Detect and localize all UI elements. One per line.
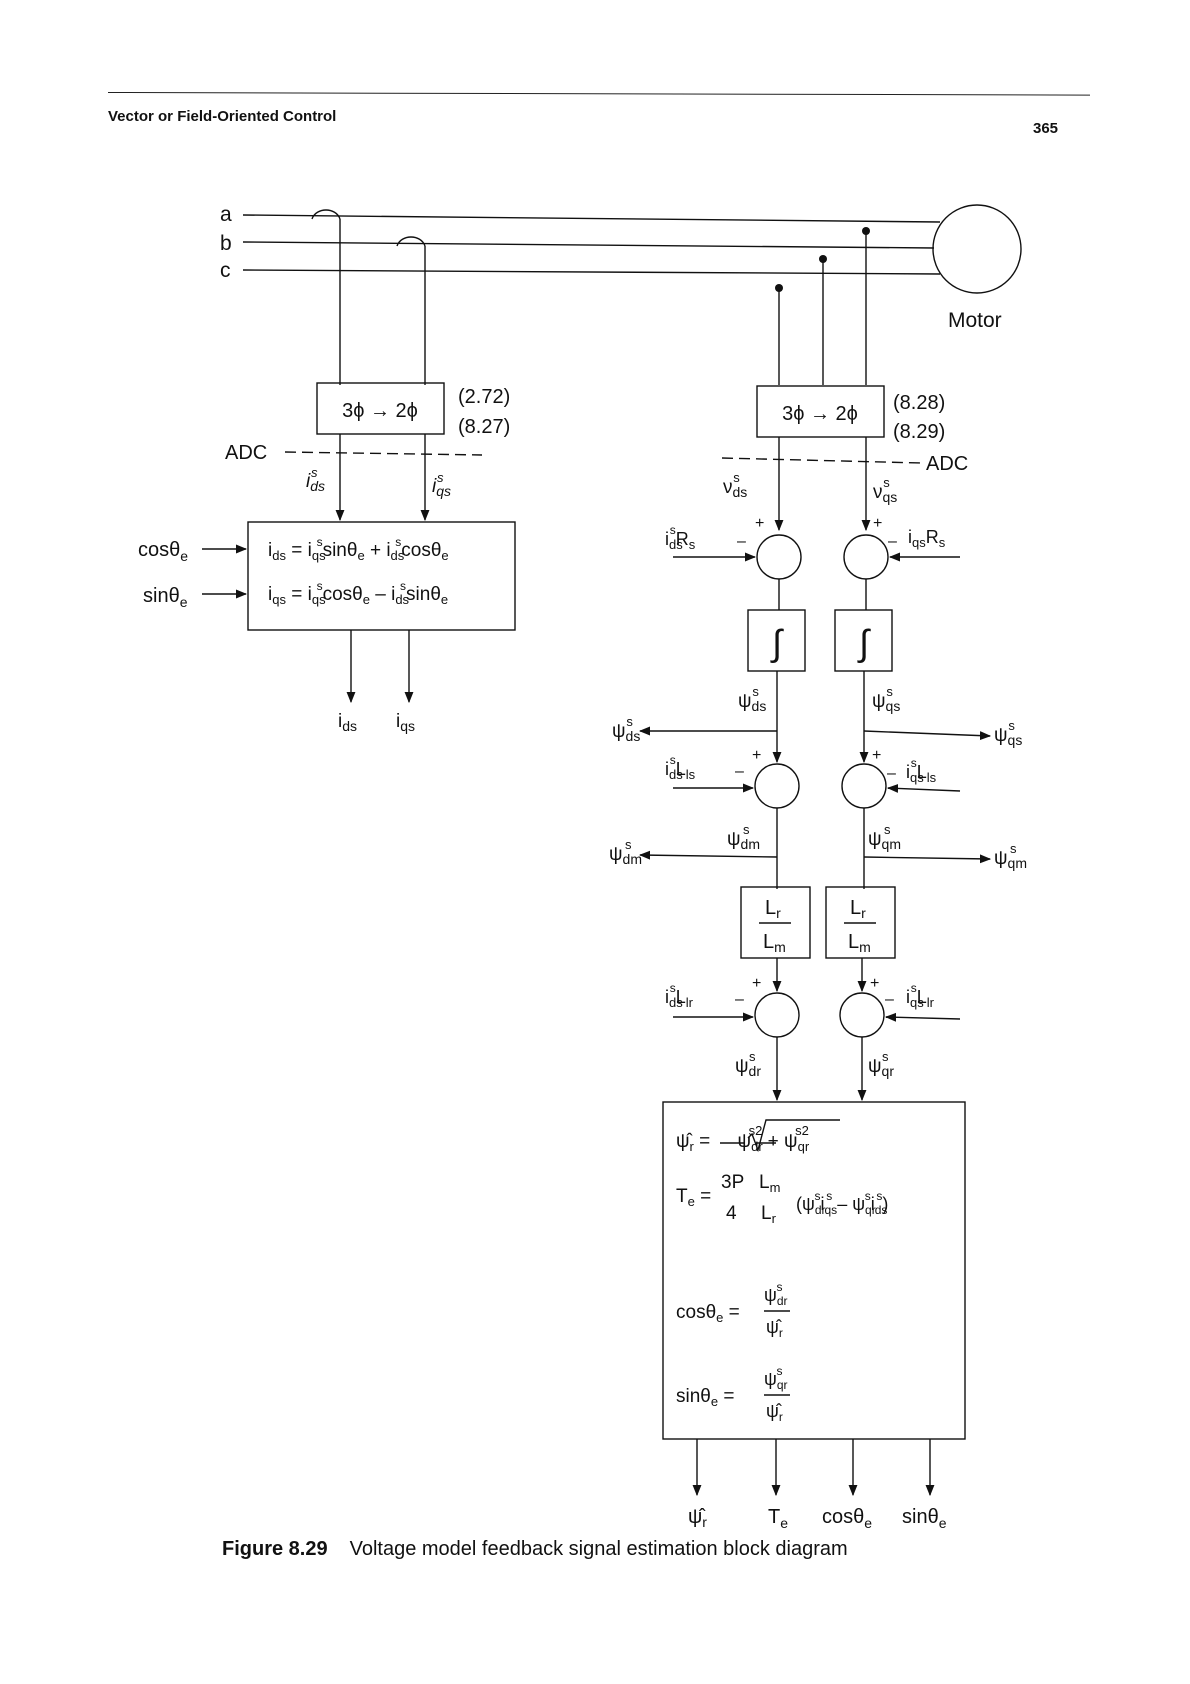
svg-text:iqssLlr: iqssLlr xyxy=(906,981,935,1010)
summer-ds-ls xyxy=(754,763,800,809)
svg-text:Lm: Lm xyxy=(759,1172,780,1195)
summer-qr xyxy=(839,992,885,1038)
right-converter-label: 3ϕ → 2ϕ xyxy=(782,403,858,425)
svg-text:idssLls: idssLls xyxy=(665,753,696,782)
lr-lm-block-q xyxy=(825,886,896,959)
estimator-eq-psi-r: ψ̂r = ψdrs2 + ψqrs2 xyxy=(676,1123,810,1154)
estimator-eq-sin: sinθe = xyxy=(676,1386,734,1409)
svg-text:+: + xyxy=(752,747,761,764)
current-sensor-b xyxy=(396,236,426,247)
svg-text:+: + xyxy=(752,975,761,992)
phase-line-b xyxy=(242,241,935,249)
right-adc-label: ADC xyxy=(926,453,968,475)
left-eq-ref-2: (8.27) xyxy=(458,416,510,438)
svg-text:ψdrs: ψdrs xyxy=(764,1280,788,1308)
output-sin: sinθe xyxy=(902,1506,947,1531)
left-converter-label: 3ϕ → 2ϕ xyxy=(342,400,418,422)
svg-text:+: + xyxy=(873,515,882,532)
rotation-transform-box xyxy=(247,521,516,631)
phase-line-a xyxy=(242,214,941,223)
svg-text:ψdrs: ψdrs xyxy=(735,1049,761,1079)
svg-text:νqss: νqss xyxy=(873,475,897,505)
left-converter-box xyxy=(316,382,445,435)
left-adc-label: ADC xyxy=(225,442,267,464)
lm-label-d: Lm xyxy=(763,931,786,955)
output-te: Te xyxy=(768,1506,788,1531)
figure-caption-text: Voltage model feedback signal estimation… xyxy=(349,1538,848,1560)
svg-text:iqss: iqss xyxy=(432,470,451,499)
svg-text:ψdss: ψdss xyxy=(612,714,640,744)
svg-text:ψdms: ψdms xyxy=(609,837,642,867)
svg-text:Lr: Lr xyxy=(761,1203,777,1226)
svg-text:ψ̂r: ψ̂r xyxy=(766,1317,783,1340)
svg-text:idssRs: idssRs xyxy=(665,523,696,552)
svg-text:ψqms: ψqms xyxy=(994,841,1027,871)
svg-text:–: – xyxy=(737,533,746,550)
lr-lm-block-d xyxy=(740,886,811,959)
rotation-eq-iqs: iqs = iqsscosθe – idsssinθe xyxy=(268,579,448,607)
left-output-ids: ids xyxy=(338,711,357,734)
phase-label-b: b xyxy=(220,232,232,255)
left-sin-input: sinθe xyxy=(143,585,188,610)
estimator-eq-cos: cosθe = xyxy=(676,1302,740,1325)
svg-text:ψqms: ψqms xyxy=(868,822,901,852)
svg-text:ψqss: ψqss xyxy=(872,684,900,714)
integrator-qs-symbol: ∫ xyxy=(857,622,871,663)
svg-text:4: 4 xyxy=(726,1203,737,1224)
summer-ds-rs xyxy=(756,534,802,580)
svg-text:νdss: νdss xyxy=(723,470,747,500)
lm-label-q: Lm xyxy=(848,931,871,955)
svg-text:iqssLls: iqssLls xyxy=(906,756,937,785)
lr-label-q: Lr xyxy=(850,897,866,921)
svg-text:–: – xyxy=(735,991,744,1008)
output-psi-r: ψ̂r xyxy=(688,1506,707,1530)
rotation-eq-ids: ids = iqsssinθe + idsscosθe xyxy=(268,535,449,563)
estimator-box xyxy=(662,1101,966,1440)
summer-dr xyxy=(754,992,800,1038)
svg-text:ψqrs: ψqrs xyxy=(764,1364,788,1392)
svg-text:–: – xyxy=(888,533,897,550)
phase-label-c: c xyxy=(220,259,231,282)
left-output-iqs: iqs xyxy=(396,711,415,734)
svg-text:idss: idss xyxy=(306,465,325,494)
phase-line-c xyxy=(242,269,941,275)
right-eq-ref-1: (8.28) xyxy=(893,392,945,414)
phase-label-a: a xyxy=(220,203,232,226)
svg-text:ψ̂r: ψ̂r xyxy=(766,1401,783,1424)
svg-text:iqsRs: iqsRs xyxy=(908,527,946,550)
estimator-eq-te: Te = xyxy=(676,1186,711,1209)
output-cos: cosθe xyxy=(822,1506,872,1531)
svg-text:–: – xyxy=(885,991,894,1008)
svg-text:ψqrs: ψqrs xyxy=(868,1049,894,1079)
svg-text:+: + xyxy=(872,747,881,764)
left-eq-ref-1: (2.72) xyxy=(458,386,510,408)
right-converter-box xyxy=(756,385,885,438)
motor-circle xyxy=(932,204,1022,294)
svg-text:(ψdrsiqss – ψqrsidss): (ψdrsiqss – ψqrsidss) xyxy=(796,1189,888,1217)
left-cos-input: cosθe xyxy=(138,539,188,564)
svg-text:3P: 3P xyxy=(721,1172,744,1193)
figure-number: Figure 8.29 xyxy=(222,1538,328,1560)
running-title: Vector or Field-Oriented Control xyxy=(108,108,337,125)
summer-qs-ls xyxy=(841,763,887,809)
right-adc-line xyxy=(721,457,923,464)
svg-text:+: + xyxy=(870,975,879,992)
svg-text:ψdms: ψdms xyxy=(727,822,760,852)
svg-text:–: – xyxy=(887,765,896,782)
svg-text:+: + xyxy=(755,515,764,532)
lr-label-d: Lr xyxy=(765,897,781,921)
svg-text:idssLlr: idssLlr xyxy=(665,981,694,1010)
svg-text:ψqss: ψqss xyxy=(994,718,1022,748)
current-sensor-a xyxy=(311,209,341,220)
page-number: 365 xyxy=(1033,120,1059,137)
figure-caption: Figure 8.29 Voltage model feedback signal… xyxy=(222,1538,848,1561)
motor-label: Motor xyxy=(948,309,1002,332)
svg-text:ψdss: ψdss xyxy=(738,684,766,714)
summer-qs-rs xyxy=(843,534,889,580)
right-eq-ref-2: (8.29) xyxy=(893,421,945,443)
integrator-ds-symbol: ∫ xyxy=(770,622,784,663)
left-adc-line xyxy=(284,451,483,456)
svg-text:–: – xyxy=(735,763,744,780)
